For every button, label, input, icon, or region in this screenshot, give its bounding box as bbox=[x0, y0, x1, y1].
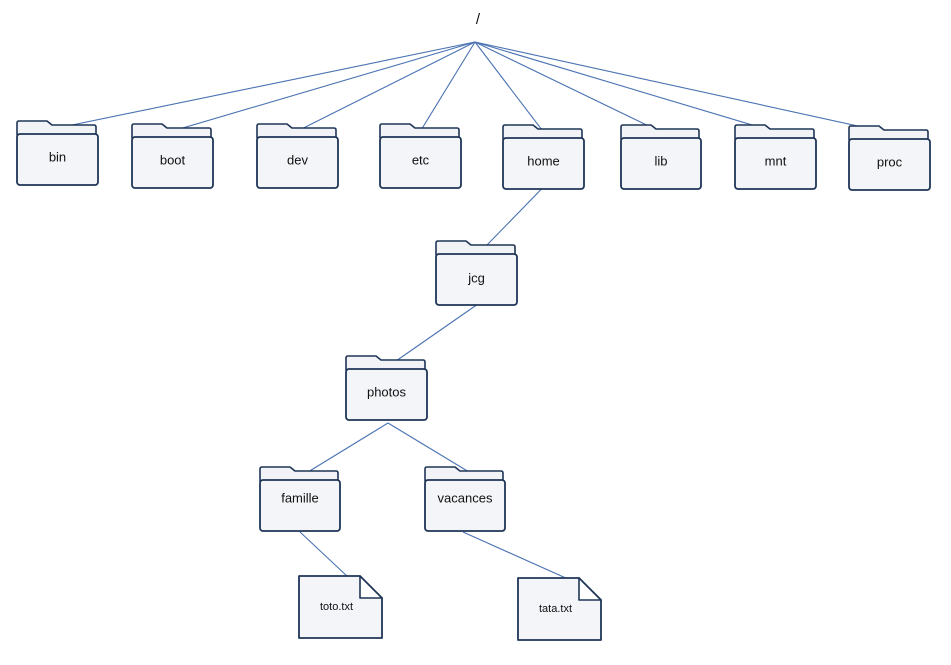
connector-photos-famille bbox=[307, 422, 389, 473]
connector-vacances-tata bbox=[462, 531, 569, 580]
connector-root-boot bbox=[172, 41, 476, 132]
file-toto-label: toto.txt bbox=[320, 601, 353, 613]
folder-proc-label: proc bbox=[877, 155, 903, 170]
folder-tab-icon bbox=[424, 466, 504, 482]
folder-icon bbox=[435, 253, 518, 306]
folder-icon bbox=[16, 133, 99, 186]
folder-tab-icon bbox=[345, 355, 426, 371]
folder-icon bbox=[620, 137, 702, 190]
folder-dev-folder[interactable]: dev bbox=[256, 123, 339, 189]
folder-photos-folder[interactable]: photos bbox=[345, 355, 428, 421]
folder-lib-folder[interactable]: lib bbox=[620, 124, 702, 190]
root-label: / bbox=[476, 11, 481, 28]
folder-famille-label: famille bbox=[281, 491, 319, 506]
folder-jcg-folder[interactable]: jcg bbox=[435, 240, 518, 306]
folder-icon bbox=[131, 136, 214, 189]
connector-famille-toto bbox=[299, 531, 349, 578]
connector-root-dev bbox=[297, 41, 476, 132]
folder-etc-label: etc bbox=[412, 153, 430, 168]
tree-nodes: / bin boot dev etc home lib mnt proc jcg photos fam… bbox=[16, 11, 931, 641]
folder-icon bbox=[424, 479, 506, 532]
connector-root-bin bbox=[57, 41, 476, 129]
connector-root-proc bbox=[474, 41, 890, 134]
folder-mnt-label: mnt bbox=[765, 154, 787, 169]
folder-home-folder[interactable]: home bbox=[502, 124, 585, 190]
connector-photos-vacances bbox=[387, 422, 470, 473]
folder-tab-icon bbox=[435, 240, 516, 256]
folder-famille-folder[interactable]: famille bbox=[259, 466, 341, 532]
folder-icon bbox=[259, 479, 341, 532]
folder-icon bbox=[848, 138, 931, 191]
tree-connectors bbox=[57, 41, 890, 580]
folder-etc-folder[interactable]: etc bbox=[379, 123, 462, 189]
connector-root-mnt bbox=[474, 41, 776, 133]
folder-jcg-label: jcg bbox=[467, 271, 485, 286]
folder-tab-icon bbox=[379, 123, 460, 139]
folder-icon bbox=[379, 136, 462, 189]
folder-home-label: home bbox=[527, 154, 560, 169]
folder-tab-icon bbox=[131, 123, 212, 139]
page-corner-icon bbox=[578, 577, 602, 601]
folder-icon bbox=[345, 368, 428, 421]
file-tata-label: tata.txt bbox=[539, 603, 572, 615]
folder-vacances-label: vacances bbox=[438, 491, 493, 506]
folder-bin-label: bin bbox=[49, 150, 66, 165]
folder-boot-folder[interactable]: boot bbox=[131, 123, 214, 189]
folder-photos-label: photos bbox=[367, 385, 407, 400]
folder-tab-icon bbox=[734, 124, 815, 140]
file-tata-file[interactable]: tata.txt bbox=[517, 577, 602, 641]
folder-proc-folder[interactable]: proc bbox=[848, 125, 931, 191]
folder-tab-icon bbox=[502, 124, 583, 140]
connector-jcg-photos bbox=[395, 304, 477, 362]
connector-root-etc bbox=[420, 41, 476, 132]
folder-bin-folder[interactable]: bin bbox=[16, 120, 99, 186]
folder-icon bbox=[256, 136, 339, 189]
folder-tab-icon bbox=[16, 120, 97, 136]
folder-vacances-folder[interactable]: vacances bbox=[424, 466, 506, 532]
folder-lib-label: lib bbox=[654, 154, 667, 169]
folder-icon bbox=[502, 137, 585, 190]
connector-root-lib bbox=[474, 41, 662, 133]
folder-tab-icon bbox=[848, 125, 929, 141]
folder-tab-icon bbox=[259, 466, 339, 482]
connector-root-home bbox=[474, 41, 544, 133]
folder-dev-label: dev bbox=[287, 153, 308, 168]
file-toto-file[interactable]: toto.txt bbox=[298, 575, 383, 639]
folder-tab-icon bbox=[256, 123, 337, 139]
folder-icon bbox=[734, 137, 817, 190]
connector-home-jcg bbox=[485, 188, 542, 247]
page-corner-icon bbox=[359, 575, 383, 599]
folder-boot-label: boot bbox=[160, 153, 186, 168]
folder-tab-icon bbox=[620, 124, 700, 140]
folder-mnt-folder[interactable]: mnt bbox=[734, 124, 817, 190]
